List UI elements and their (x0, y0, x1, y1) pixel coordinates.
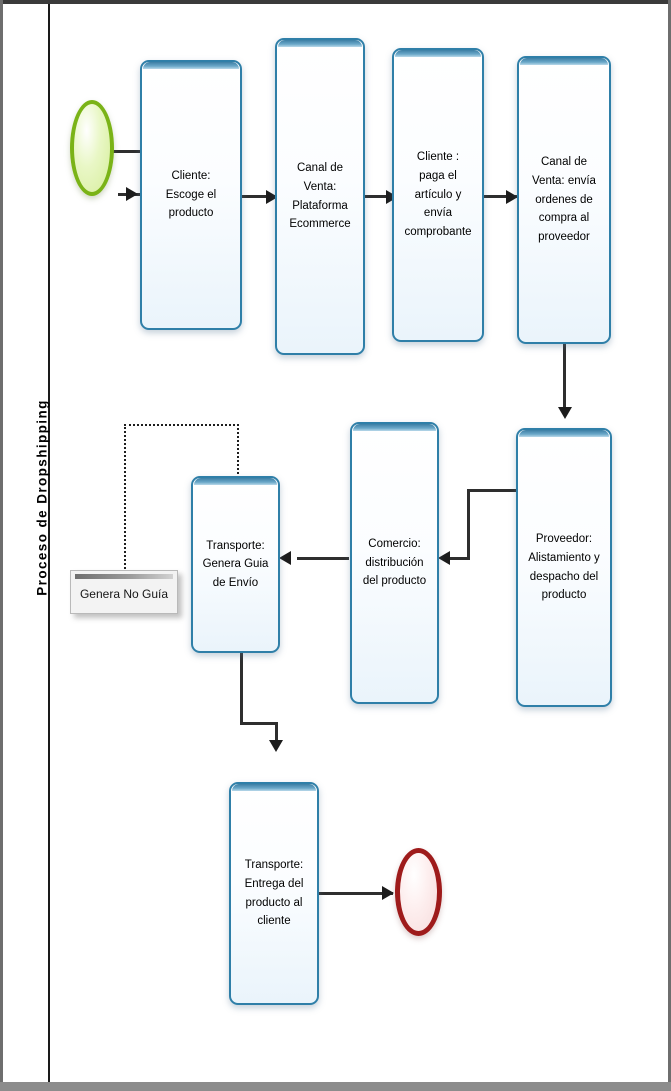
connector-t5-t6-arrow (438, 551, 450, 565)
connector-t6-t7-arrow (279, 551, 291, 565)
note-label: Genera No Guía (79, 587, 169, 601)
lane-divider (48, 4, 50, 1082)
task-canal-venta-plataforma[interactable]: Canal de Venta: Plataforma Ecommerce (275, 38, 365, 355)
connector-t5-t6-v (467, 489, 470, 559)
page-border-left (0, 0, 3, 1091)
connector-t5-t6-h2 (448, 557, 470, 560)
connector-t2-t3-line (362, 195, 402, 198)
connector-t6-t7-line (297, 557, 349, 560)
task-label: Cliente : paga el artículo y envía compr… (404, 151, 472, 238)
note-header-bar (75, 574, 173, 579)
task-cliente-paga-articulo[interactable]: Cliente : paga el artículo y envía compr… (392, 48, 484, 342)
lane-title: Proceso de Dropshipping (34, 399, 50, 596)
task-label: Transporte: Genera Guia de Envío (202, 539, 269, 589)
connector-t7-t8-v1 (240, 651, 243, 724)
connector-t7-t8-arrow (269, 740, 283, 752)
page-border-top (0, 0, 671, 4)
end-event[interactable] (395, 848, 442, 936)
connector-t8-end-line (313, 892, 393, 895)
task-label: Transporte: Entrega del producto al clie… (244, 859, 304, 928)
task-canal-venta-ordenes-compra[interactable]: Canal de Venta: envía ordenes de compra … (517, 56, 611, 344)
task-label: Proveedor: Alistamiento y despacho del p… (528, 533, 600, 602)
start-event[interactable] (70, 100, 114, 196)
connector-t1-t2-line (241, 195, 281, 198)
task-label: Cliente: Escoge el producto (165, 170, 217, 220)
note-genera-no-guia[interactable]: Genera No Guía (70, 570, 178, 614)
connector-t3-t4-arrow (506, 190, 518, 204)
association-t7-note-h (124, 424, 239, 426)
association-t7-note-v2 (124, 424, 126, 572)
page-border-bottom (0, 1082, 671, 1091)
task-label: Canal de Venta: Plataforma Ecommerce (289, 162, 351, 231)
task-label: Canal de Venta: envía ordenes de compra … (532, 156, 596, 243)
connector-t7-t8-v2 (275, 722, 278, 748)
connector-t4-t5-line (563, 341, 566, 413)
connector-t3-t4-line (481, 195, 521, 198)
task-proveedor-alistamiento[interactable]: Proveedor: Alistamiento y despacho del p… (516, 428, 612, 707)
task-cliente-escoge-producto[interactable]: Cliente: Escoge el producto (140, 60, 242, 330)
page-border-right (668, 0, 671, 1091)
task-label: Comercio: distribución del producto (362, 538, 427, 588)
connector-t4-t5-arrow (558, 407, 572, 419)
task-transporte-genera-guia[interactable]: Transporte: Genera Guia de Envío (191, 476, 280, 653)
task-comercio-distribucion[interactable]: Comercio: distribución del producto (350, 422, 439, 704)
task-transporte-entrega-producto[interactable]: Transporte: Entrega del producto al clie… (229, 782, 319, 1005)
association-t7-note-v1 (237, 424, 239, 482)
connector-start-t1-arrow (126, 187, 138, 201)
connector-t5-t6-h1 (467, 489, 517, 492)
connector-t7-t8-h (240, 722, 278, 725)
connector-t8-end-arrow (382, 886, 394, 900)
